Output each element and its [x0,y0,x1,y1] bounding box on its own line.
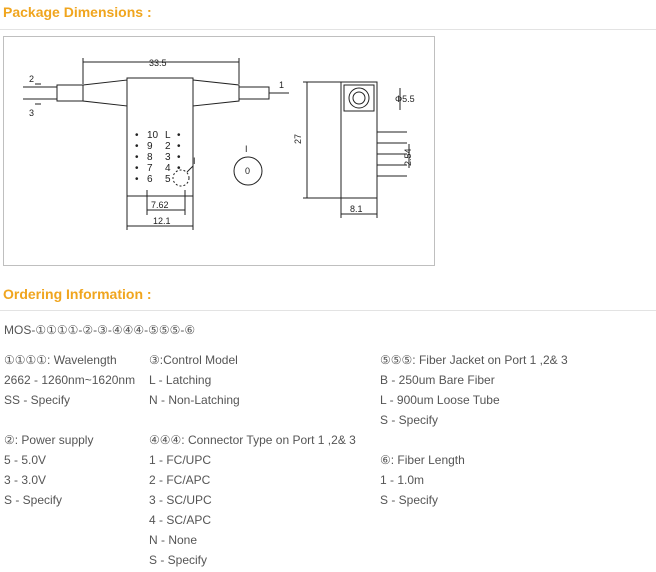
list-item: 3 - SC/UPC [149,493,212,507]
svg-text:10: 10 [147,130,159,141]
svg-text:L: L [165,130,171,141]
list-item: 1 - 1.0m [380,473,425,487]
list-item: S - Specify [380,493,439,507]
ordering-information-title: Ordering Information : [3,286,152,302]
port-2-label: 2 [29,74,34,84]
svg-text:8: 8 [147,152,153,163]
list-item: S - Specify [149,553,208,567]
dim-width: 8.1 [350,204,363,214]
list-item: 1 - FC/UPC [149,453,212,467]
list-item: N - Non-Latching [149,393,240,407]
fiber-jacket-heading: ⑤⑤⑤: Fiber Jacket on Port 1 ,2& 3 [380,353,568,367]
list-item: 5 - 5.0V [4,453,47,467]
separator [0,29,656,30]
svg-text:6: 6 [147,174,153,185]
list-item: B - 250um Bare Fiber [380,373,495,387]
side-view-body [340,81,378,199]
list-item: 2662 - 1260nm~1620nm [4,373,136,387]
list-item: SS - Specify [4,393,71,407]
list-item: N - None [149,533,198,547]
pin-table: • 10 L • • 9 2 • • 8 3 • • 7 4 • • 6 5 [135,130,181,185]
power-supply-heading: ②: Power supply [4,433,94,447]
ordering-column-3: ⑤⑤⑤: Fiber Jacket on Port 1 ,2& 3 B - 25… [380,350,568,510]
ordering-column-2: ③:Control Model L - Latching N - Non-Lat… [149,350,356,570]
pin-marker-circle [172,169,190,187]
svg-text:4: 4 [165,163,171,174]
svg-text:•: • [135,152,139,163]
ferrule-inner-circle [352,91,366,105]
svg-text:•: • [135,163,139,174]
svg-text:•: • [177,163,181,174]
svg-text:3: 3 [165,152,171,163]
svg-text:•: • [135,174,139,185]
port-1-label: 1 [279,80,284,90]
detail-circle [233,156,263,186]
package-dimensions-title: Package Dimensions : [3,4,152,20]
dim-length: 33.5 [149,58,167,68]
list-item: 3 - 3.0V [4,473,47,487]
right-sleeve [238,86,270,100]
ordering-column-1: ①①①①: Wavelength 2662 - 1260nm~1620nm SS… [4,350,135,510]
dim-pin-span: 7.62 [151,200,169,210]
svg-text:2: 2 [165,141,171,152]
dim-diameter: Φ5.5 [395,94,415,104]
list-item: S - Specify [4,493,63,507]
label-i: I [193,156,196,166]
part-number-code: MOS-①①①①-②-③-④④④-⑤⑤⑤-⑥ [4,323,196,337]
svg-text:5: 5 [165,174,171,185]
port-3-label: 3 [29,108,34,118]
control-model-heading: ③:Control Model [149,353,238,367]
list-item: S - Specify [380,413,439,427]
wavelength-heading: ①①①①: Wavelength [4,353,117,367]
fiber-length-heading: ⑥: Fiber Length [380,453,465,467]
svg-text:•: • [135,130,139,141]
svg-text:•: • [135,141,139,152]
package-drawing: 2 3 1 33.5 • 10 L • • 9 2 • • 8 3 • • 7 4 • • 6 5… [3,36,435,266]
right-boot [192,79,240,107]
svg-text:9: 9 [147,141,153,152]
svg-text:•: • [177,130,181,141]
label-i2: I [245,144,248,154]
dim-base: 12.1 [153,216,171,226]
left-sleeve [56,84,84,102]
dim-height: 27 [293,134,303,144]
svg-text:•: • [177,152,181,163]
separator [0,310,656,311]
list-item: 4 - SC/APC [149,513,212,527]
left-boot [82,79,128,107]
dim-pitch: 2.54 [403,148,413,166]
connector-type-heading: ④④④: Connector Type on Port 1 ,2& 3 [149,433,356,447]
device-body [126,77,194,197]
svg-text:7: 7 [147,163,153,174]
list-item: 2 - FC/APC [149,473,211,487]
ferrule-outer-circle [348,87,370,109]
list-item: L - 900um Loose Tube [380,393,500,407]
label-zero: 0 [245,166,250,176]
svg-text:•: • [177,141,181,152]
list-item: L - Latching [149,373,212,387]
